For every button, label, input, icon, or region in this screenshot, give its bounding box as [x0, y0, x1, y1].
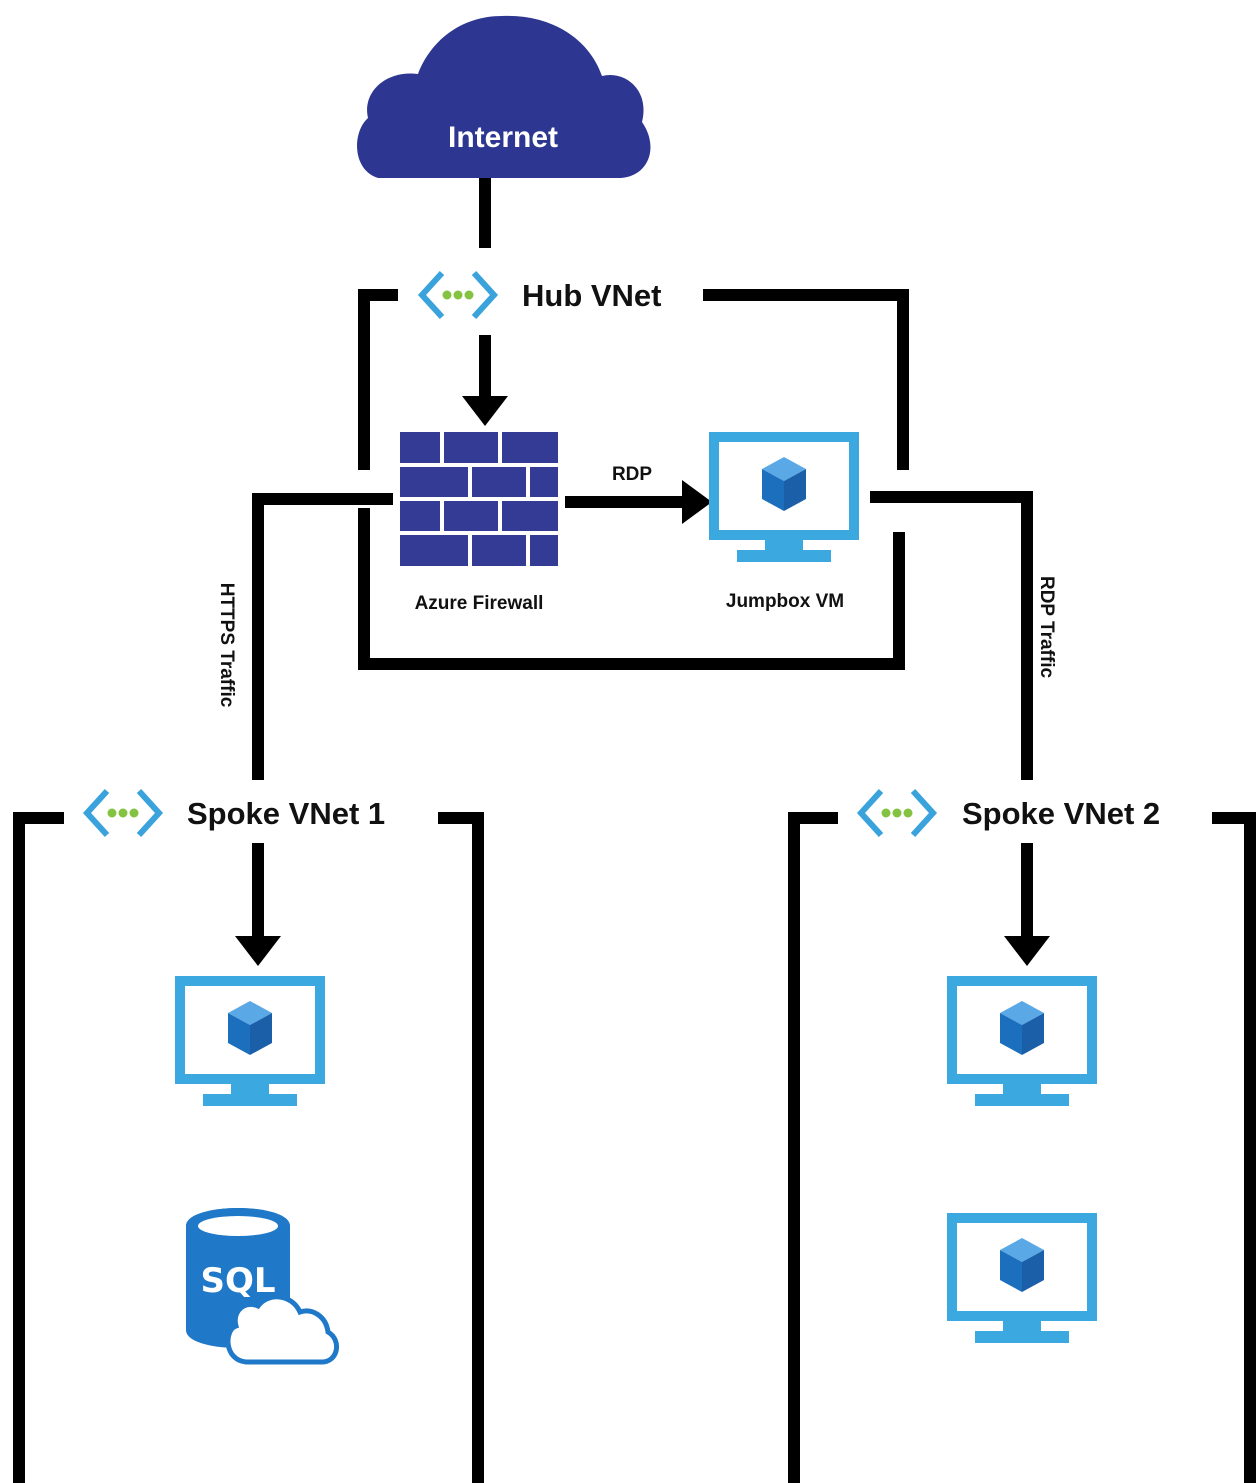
- spoke2-box: [788, 812, 838, 1483]
- sql-cloud-icon: [225, 1294, 339, 1365]
- rdp-traffic-line: [870, 491, 1033, 780]
- hub-box-left-top: [358, 289, 398, 470]
- spoke1-vnet-label: Spoke VNet 1: [187, 796, 385, 831]
- spoke2-vnet-icon: [861, 791, 933, 835]
- https-traffic-label: HTTPS Traffic: [216, 583, 237, 708]
- rdp-traffic-label: RDP Traffic: [1036, 576, 1057, 679]
- spoke2-vm-icon-2: [952, 1218, 1092, 1343]
- connection-lines: [13, 178, 1256, 1483]
- sql-label: SQL: [200, 1261, 275, 1301]
- sql-database-icon: SQL: [186, 1208, 339, 1365]
- hub-vnet: Hub VNet: [422, 273, 662, 317]
- firewall-icon: [400, 432, 558, 566]
- spoke1-vm-icon: [180, 981, 320, 1106]
- https-traffic-line: [252, 493, 393, 780]
- spoke-vnet-2: Spoke VNet 2: [861, 791, 1160, 1343]
- hub-box-bottom: [358, 508, 905, 670]
- firewall-to-jumpbox-arrowhead: [682, 480, 712, 524]
- spoke2-vnet-label: Spoke VNet 2: [962, 796, 1160, 831]
- spoke-vnet-1: Spoke VNet 1 SQL: [87, 791, 385, 1365]
- spoke1-box-right: [438, 812, 484, 1483]
- spoke2-vm-icon-1: [952, 981, 1092, 1106]
- jumpbox-vm-label: Jumpbox VM: [726, 591, 844, 612]
- hub-box-right: [703, 289, 909, 470]
- hub-vnet-icon: [422, 273, 494, 317]
- internet-label: Internet: [448, 121, 558, 154]
- azure-firewall-label: Azure Firewall: [415, 593, 544, 614]
- spoke1-vnet-icon: [87, 791, 159, 835]
- jumpbox-vm: Jumpbox VM: [714, 437, 854, 612]
- hub-to-firewall-arrowhead: [462, 396, 508, 426]
- azure-firewall: Azure Firewall: [400, 432, 558, 614]
- spoke2-arrowhead: [1004, 936, 1050, 966]
- spoke1-arrowhead: [235, 936, 281, 966]
- internet-cloud: Internet: [357, 15, 651, 179]
- rdp-arrow-label: RDP: [612, 464, 652, 485]
- spoke1-box: [13, 812, 64, 1483]
- jumpbox-vm-icon: [714, 437, 854, 562]
- hub-vnet-label: Hub VNet: [522, 278, 662, 313]
- internet-cloud-icon: [357, 15, 651, 179]
- spoke2-box-right: [1212, 812, 1256, 1483]
